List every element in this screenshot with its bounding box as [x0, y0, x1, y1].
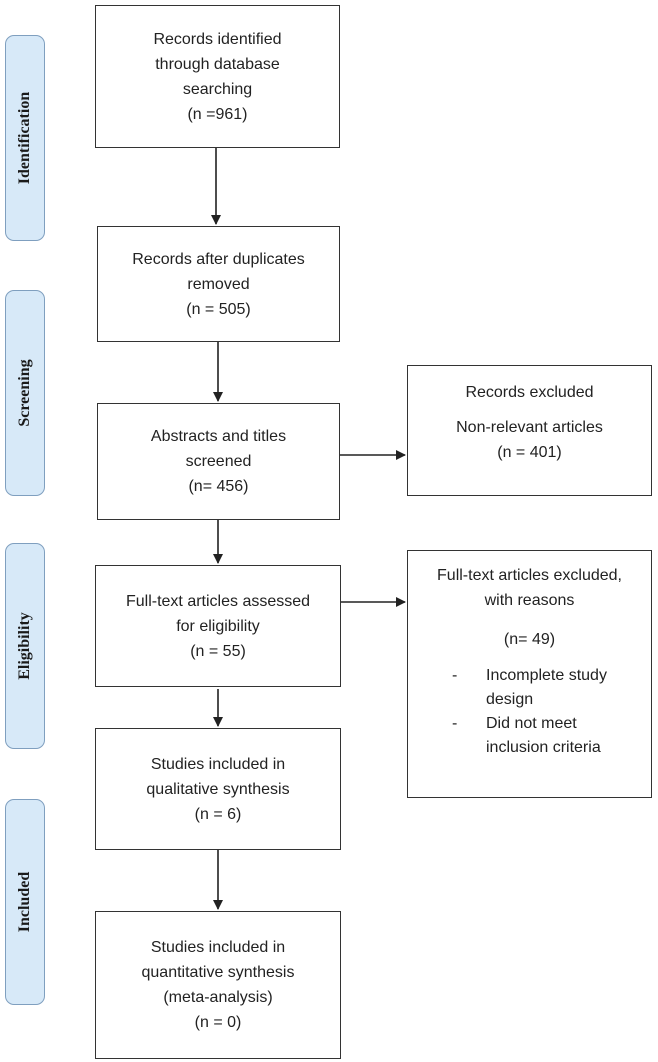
reason-item: - Did not meet inclusion criteria	[408, 712, 651, 760]
phase-included: Included	[5, 799, 45, 1005]
phase-eligibility: Eligibility	[5, 543, 45, 749]
reason-item: - Incomplete study design	[408, 664, 651, 712]
exclusion-count: (n= 49)	[503, 631, 556, 648]
box-line: Records identified	[153, 30, 282, 48]
box-line: Studies included in	[150, 755, 286, 773]
box-line: (n = 401)	[497, 444, 562, 461]
box-screened: Abstracts and titles screened (n= 456)	[97, 403, 340, 520]
box-line: for eligibility	[176, 617, 260, 635]
phase-identification: Identification	[5, 35, 45, 241]
box-line: (meta-analysis)	[163, 989, 273, 1006]
phase-screening: Screening	[5, 290, 45, 496]
box-line: removed	[187, 275, 250, 293]
box-line: screened	[185, 453, 252, 470]
box-line: Non-relevant articles	[456, 419, 603, 436]
box-line: through database	[155, 55, 280, 73]
box-line: Abstracts and titles	[150, 428, 287, 445]
reason-line: Did not meet	[486, 715, 577, 732]
box-line: (n = 0)	[194, 1014, 242, 1031]
box-line: Records after duplicates	[132, 250, 305, 268]
box-full-text-assessed: Full-text articles assessed for eligibil…	[95, 565, 341, 687]
box-qualitative-synthesis: Studies included in qualitative synthesi…	[95, 728, 341, 850]
bullet-dash: -	[452, 667, 458, 684]
box-line: Studies included in	[150, 939, 286, 956]
box-line: Full-text articles assessed	[125, 592, 311, 610]
box-records-identified: Records identified through database sear…	[95, 5, 340, 148]
reason-line: Incomplete study	[486, 667, 607, 684]
box-after-duplicates: Records after duplicates removed (n = 50…	[97, 226, 340, 342]
reason-line: design	[486, 691, 534, 708]
exclusion-reasons: - Incomplete study design - Did not meet…	[408, 664, 651, 760]
bullet-dash: -	[452, 715, 458, 732]
box-line: qualitative synthesis	[146, 780, 290, 798]
box-records-excluded: Records excluded Non-relevant articles (…	[407, 365, 652, 496]
box-line: Full-text articles excluded,	[437, 567, 622, 584]
box-line: quantitative synthesis	[141, 964, 295, 981]
box-line: with reasons	[484, 592, 575, 609]
box-line: (n = 6)	[194, 805, 242, 823]
box-line: (n =961)	[187, 105, 248, 123]
box-line: (n = 55)	[190, 642, 246, 660]
box-line: searching	[182, 80, 253, 98]
box-line: (n = 505)	[186, 300, 251, 318]
box-line: Records excluded	[465, 384, 594, 401]
reason-line: inclusion criteria	[486, 739, 601, 756]
box-quantitative-synthesis: Studies included in quantitative synthes…	[95, 911, 341, 1059]
box-line: (n= 456)	[188, 478, 249, 495]
box-full-text-excluded: Full-text articles excluded, with reason…	[407, 550, 652, 798]
